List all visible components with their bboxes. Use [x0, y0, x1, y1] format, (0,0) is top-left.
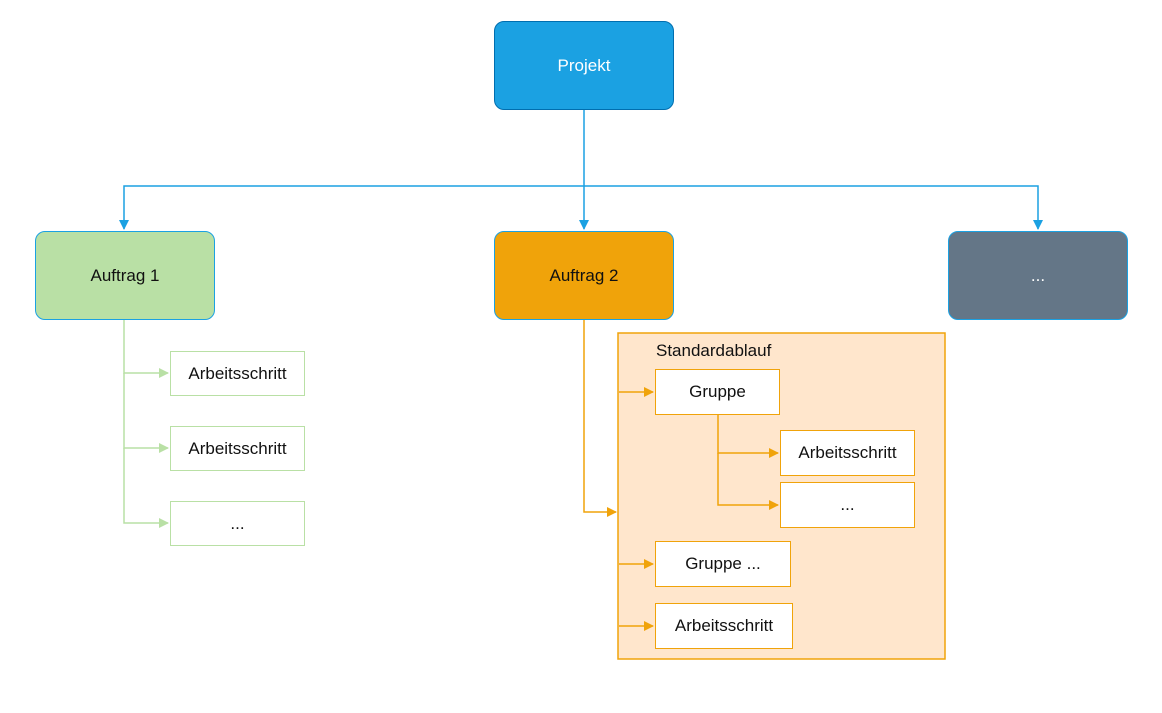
auftrag-more-label: ... [1030, 265, 1046, 285]
auftrag-more-node[interactable]: ... [948, 231, 1128, 320]
auftrag1-step-2[interactable]: Arbeitsschritt [170, 426, 305, 471]
container-step-label: Arbeitsschritt [674, 616, 774, 635]
projekt-label: Projekt [557, 55, 611, 75]
auftrag1-step-1-label: Arbeitsschritt [188, 363, 287, 383]
gruppe-step-more[interactable]: ... [780, 482, 915, 528]
auftrag2-node[interactable]: Auftrag 2 [494, 231, 674, 320]
auftrag1-node[interactable]: Auftrag 1 [35, 231, 215, 320]
gruppe-label: Gruppe [689, 382, 746, 401]
gruppe-node[interactable]: Gruppe [655, 369, 780, 415]
container-step-node[interactable]: Arbeitsschritt [655, 603, 793, 649]
gruppe-more-node[interactable]: Gruppe ... [655, 541, 791, 587]
connector-auftrag1-step3 [123, 448, 169, 528]
auftrag1-step-more-label: ... [230, 513, 245, 533]
connector-gruppe-more [717, 453, 779, 510]
gruppe-more-label: Gruppe ... [685, 554, 761, 573]
auftrag1-label: Auftrag 1 [90, 265, 160, 285]
connector-auftrag2-standardablauf [583, 320, 617, 517]
gruppe-step-more-label: ... [840, 495, 855, 514]
connector-projekt-auftrag-more [584, 185, 1043, 230]
connector-auftrag1-step1 [123, 320, 169, 378]
auftrag2-label: Auftrag 2 [549, 265, 619, 285]
projekt-node[interactable]: Projekt [494, 21, 674, 110]
gruppe-step-1[interactable]: Arbeitsschritt [780, 430, 915, 476]
auftrag1-step-1[interactable]: Arbeitsschritt [170, 351, 305, 396]
auftrag1-step-2-label: Arbeitsschritt [188, 438, 287, 458]
connector-auftrag1-step2 [123, 373, 169, 453]
gruppe-step-1-label: Arbeitsschritt [798, 443, 897, 462]
auftrag1-step-more[interactable]: ... [170, 501, 305, 546]
connector-projekt-auftrag1 [119, 185, 584, 230]
standardablauf-title: Standardablauf [656, 341, 772, 360]
